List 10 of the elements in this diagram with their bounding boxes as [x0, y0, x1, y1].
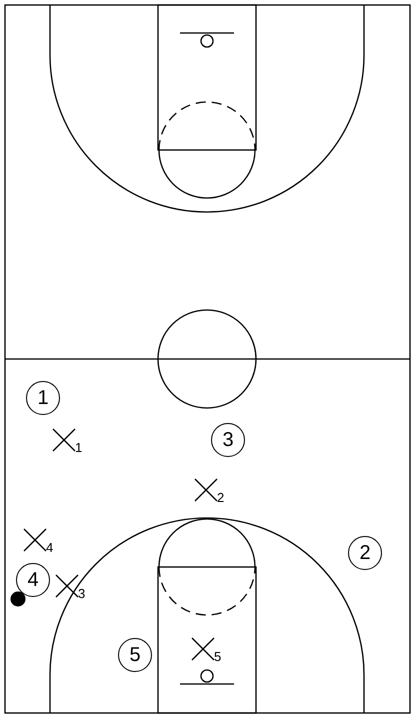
- defender-number: 4: [46, 541, 54, 554]
- defender-number: 1: [75, 441, 82, 454]
- player-circle: 2: [348, 536, 382, 570]
- defender-number: 3: [78, 587, 86, 600]
- defender-number: 5: [214, 650, 222, 663]
- player-circle: 5: [118, 638, 152, 672]
- player-circle: 4: [16, 563, 50, 597]
- defender-number: 2: [217, 491, 224, 504]
- player-circle: 1: [26, 381, 60, 415]
- player-circle: 3: [211, 423, 245, 457]
